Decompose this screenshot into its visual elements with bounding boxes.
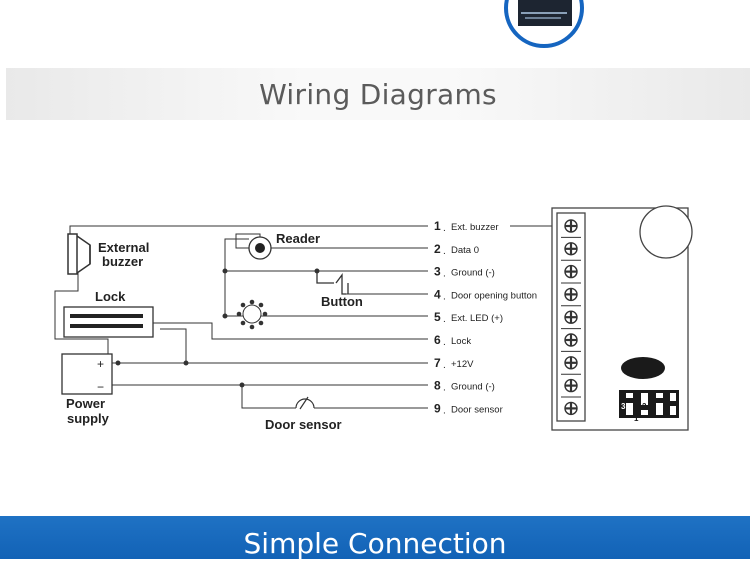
buzzer-icon [67, 233, 91, 275]
svg-text:.: . [443, 405, 446, 416]
terminal-number: 1 [434, 219, 441, 233]
terminal-label: Ext. buzzer [451, 222, 499, 233]
terminal-number: 5 [434, 310, 441, 324]
lock-label: Lock [95, 289, 126, 304]
led-window-icon [621, 357, 665, 379]
terminal-number: 4 [434, 287, 441, 301]
dip-label-2: 2 [642, 402, 647, 411]
svg-text:.: . [443, 383, 446, 394]
reader-label: Reader [276, 231, 320, 246]
buzzer-disc-icon [639, 205, 693, 259]
product-thumbnail [504, 0, 584, 48]
door-sensor-icon [295, 396, 315, 410]
section-header: Wiring Diagrams [6, 68, 750, 120]
controller-board: 3 2 1 [551, 205, 693, 431]
dip-label-1: 1 [634, 414, 639, 423]
terminal-label: Lock [451, 336, 471, 347]
svg-text:.: . [443, 246, 446, 257]
svg-text:.: . [443, 269, 446, 280]
svg-text:.: . [443, 337, 446, 348]
external-buzzer-label-2: buzzer [102, 254, 143, 269]
svg-text:.: . [443, 291, 446, 302]
wiring-diagram: External buzzer Reader Lock Button Power… [54, 205, 693, 432]
section-title-bottom: Simple Connection [243, 527, 507, 560]
svg-text:.: . [443, 360, 446, 371]
terminal-number: 8 [434, 379, 441, 393]
terminal-label: Ground (-) [451, 382, 495, 393]
lock-icon [63, 306, 154, 338]
button-label: Button [321, 294, 363, 309]
svg-text:.: . [443, 223, 446, 234]
terminal-number: 9 [434, 401, 441, 415]
plus-sign: + [97, 357, 104, 371]
reader-icon [248, 236, 272, 260]
section-title: Wiring Diagrams [259, 78, 497, 111]
power-supply-label-1: Power [66, 396, 105, 411]
terminal-number: 6 [434, 333, 441, 347]
terminal-label: Door sensor [451, 404, 503, 415]
terminal-number: 7 [434, 356, 441, 370]
terminal-label: Ground (-) [451, 268, 495, 279]
terminal-label: Data 0 [451, 245, 479, 256]
led-icon [236, 299, 268, 330]
power-supply-icon [61, 353, 113, 395]
section-header-bottom: Simple Connection [0, 516, 750, 560]
svg-text:.: . [443, 314, 446, 325]
terminal-label: Door opening button [451, 290, 537, 301]
minus-sign: − [97, 380, 104, 394]
button-icon [316, 271, 349, 295]
terminal-label: Ext. LED (+) [451, 313, 503, 324]
door-sensor-label: Door sensor [265, 417, 342, 432]
dip-switch-icon: 3 2 1 [619, 390, 679, 423]
external-buzzer-label-1: External [98, 240, 149, 255]
power-supply-label-2: supply [67, 411, 110, 426]
terminal-label: +12V [451, 359, 474, 370]
dip-label-3: 3 [621, 402, 626, 411]
terminal-number: 2 [434, 242, 441, 256]
terminal-number: 3 [434, 265, 441, 279]
